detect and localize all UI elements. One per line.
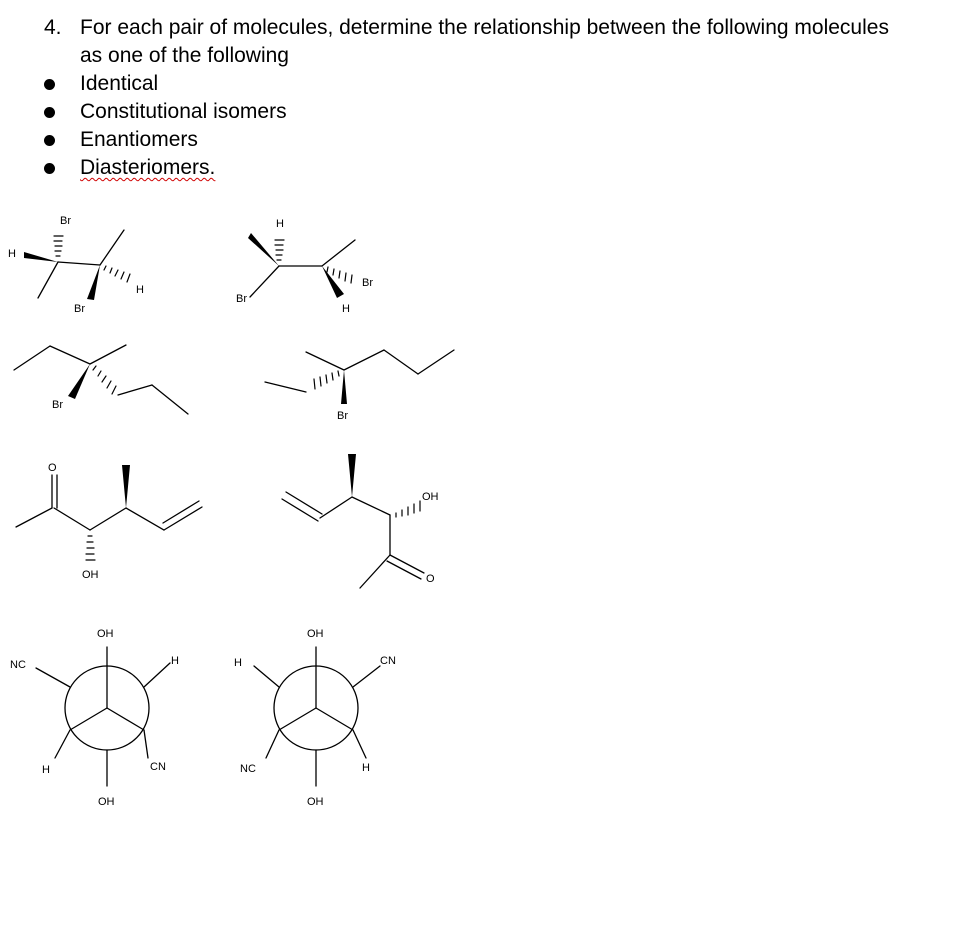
label-h: H xyxy=(8,248,16,260)
question-number: 4. xyxy=(44,16,62,39)
option-label: Diasteriomers. xyxy=(80,156,216,179)
label-br: Br xyxy=(74,303,85,315)
bullet-icon xyxy=(44,79,55,90)
question-text-line2: as one of the following xyxy=(80,44,289,67)
question-line-1: 4. For each pair of molecules, determine … xyxy=(44,14,944,42)
option-constitutional-isomers: Constitutional isomers xyxy=(44,98,944,126)
label-br: Br xyxy=(60,215,71,227)
label-oh: OH xyxy=(98,796,115,808)
label-oh: OH xyxy=(307,628,324,640)
label-h: H xyxy=(234,657,242,669)
option-label: Constitutional isomers xyxy=(80,100,287,123)
bullet-icon xyxy=(44,163,55,174)
label-br: Br xyxy=(52,399,63,411)
molecule-pair2-right: Br xyxy=(264,349,455,422)
label-o: O xyxy=(48,462,57,474)
label-oh: OH xyxy=(307,796,324,808)
label-h: H xyxy=(276,218,284,230)
question-block: 4. For each pair of molecules, determine … xyxy=(44,14,944,182)
label-oh: OH xyxy=(97,628,114,640)
molecule-pair2-left: Br xyxy=(13,344,189,415)
option-label: Enantiomers xyxy=(80,128,198,151)
option-identical: Identical xyxy=(44,70,944,98)
molecule-pair3-right: OH O xyxy=(281,454,439,589)
label-oh: OH xyxy=(422,491,439,503)
molecule-pair3-left: O OH xyxy=(15,462,203,581)
option-label: Identical xyxy=(80,72,159,95)
label-h: H xyxy=(136,284,144,296)
label-cn: CN xyxy=(380,655,396,667)
molecule-pair1-right: H Br Br H xyxy=(236,218,373,315)
label-h: H xyxy=(171,655,179,667)
bullet-icon xyxy=(44,135,55,146)
label-h: H xyxy=(42,764,50,776)
molecule-pair1-left: H Br H Br xyxy=(8,215,144,315)
option-diasteriomers: Diasteriomers. xyxy=(44,154,944,182)
option-enantiomers: Enantiomers xyxy=(44,126,944,154)
label-cn: CN xyxy=(150,761,166,773)
label-nc: NC xyxy=(240,763,256,775)
label-br: Br xyxy=(236,293,247,305)
label-br: Br xyxy=(362,277,373,289)
label-oh: OH xyxy=(82,569,99,581)
newman-projection-right: OH H CN NC H OH xyxy=(234,628,396,808)
newman-projection-left: OH NC H H CN OH xyxy=(10,628,179,808)
label-br: Br xyxy=(337,410,348,422)
label-h: H xyxy=(362,762,370,774)
label-h: H xyxy=(342,303,350,315)
label-nc: NC xyxy=(10,659,26,671)
question-text-line1: For each pair of molecules, determine th… xyxy=(80,16,889,39)
bullet-icon xyxy=(44,107,55,118)
label-o: O xyxy=(426,573,435,585)
